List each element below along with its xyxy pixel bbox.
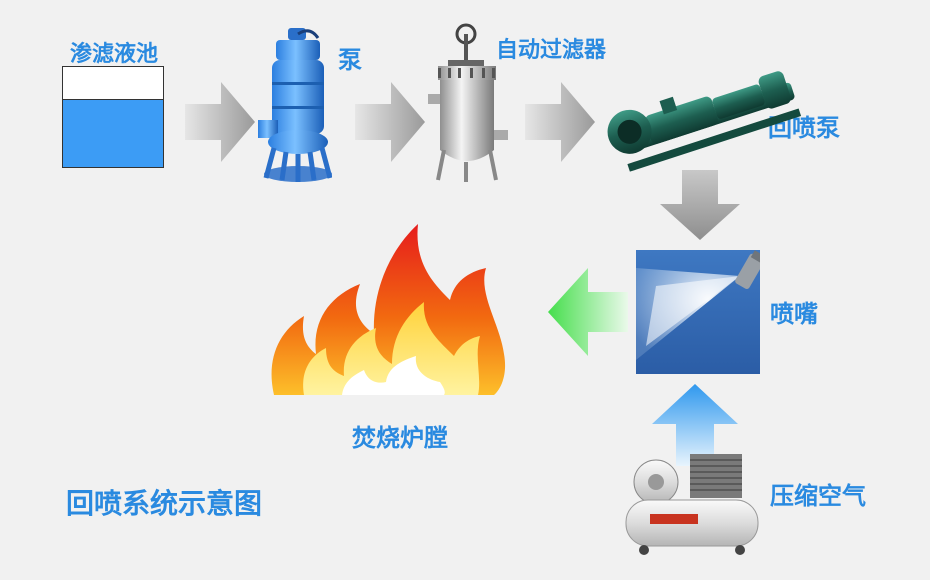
spray-nozzle-icon (636, 250, 760, 374)
tank-label: 渗滤液池 (70, 42, 159, 67)
pump-label: 泵 (338, 46, 362, 74)
air-compressor-icon (625, 454, 759, 555)
gray-arrow-down (660, 170, 740, 240)
diagram-title: 回喷系统示意图 (66, 487, 263, 520)
air-label: 压缩空气 (770, 482, 866, 510)
filter-vessel-icon (428, 23, 508, 182)
filter-label: 自动过滤器 (496, 38, 607, 63)
gray-arrow-1 (185, 82, 255, 162)
leachate-tank (62, 66, 164, 168)
flame-icon (271, 224, 506, 395)
blue-arrow (652, 384, 738, 466)
green-arrow (548, 268, 628, 356)
submersible-pump-icon (258, 28, 332, 182)
furnace-label: 焚烧炉膛 (352, 424, 448, 452)
screw-pump-icon (607, 71, 802, 172)
gray-arrow-2 (355, 82, 425, 162)
nozzle-label: 喷嘴 (770, 300, 818, 328)
gray-arrow-3 (525, 82, 595, 162)
tank-liquid (63, 99, 163, 167)
